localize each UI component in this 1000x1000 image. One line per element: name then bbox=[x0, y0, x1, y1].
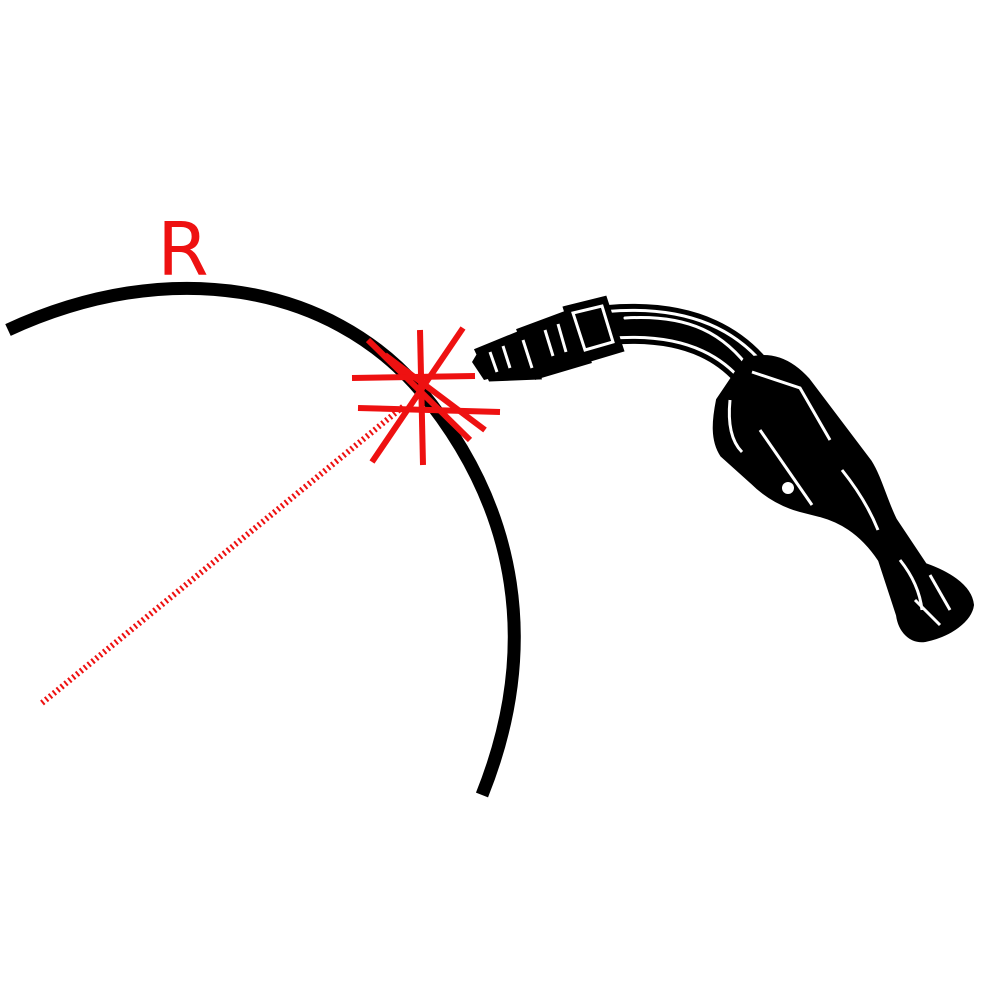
radius-line bbox=[40, 402, 407, 706]
radius-label: R bbox=[157, 207, 208, 293]
weld-spark-icon bbox=[351, 326, 501, 466]
mig-welding-torch-icon bbox=[472, 295, 975, 643]
